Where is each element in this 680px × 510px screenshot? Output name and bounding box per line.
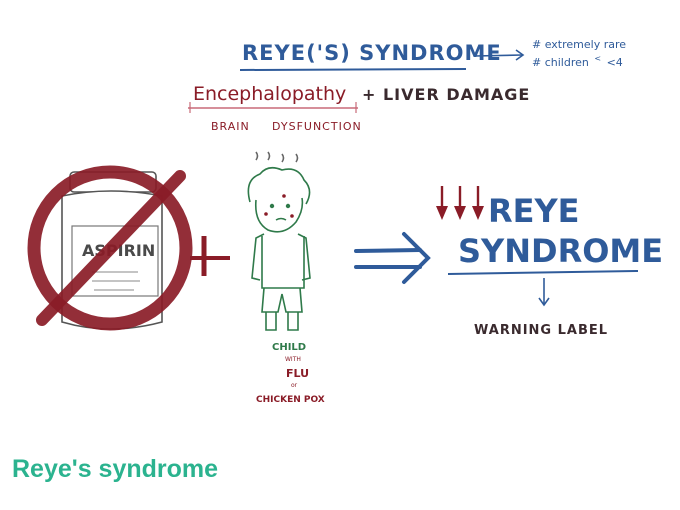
double-arrow-icon: [354, 232, 431, 284]
note-children: # children < <4: [532, 51, 623, 69]
note-extremely-rare: # extremely rare: [532, 38, 626, 51]
sick-child-figure: [247, 151, 311, 331]
title-arrow-head: [515, 49, 525, 61]
liver-damage-text: + LIVER DAMAGE: [362, 85, 530, 104]
with-label: WITH: [285, 356, 301, 363]
encephalopathy-text: Encephalopathy: [193, 83, 346, 105]
dysfunction-text: DYSFUNCTION: [272, 120, 362, 133]
child-label: CHILD: [272, 342, 306, 353]
chicken-pox-label: CHICKEN POX: [256, 395, 325, 405]
result-title-line2: SYNDROME: [458, 232, 663, 270]
result-title-line1: REYE: [488, 192, 580, 230]
warning-label-text: WARNING LABEL: [474, 323, 608, 338]
title-arrow: [473, 54, 523, 57]
brain-text: BRAIN: [211, 120, 250, 133]
decrease-arrows-icon: [436, 186, 484, 220]
flu-label: FLU: [286, 367, 309, 380]
title-text: REYE('S) SYNDROME: [242, 41, 502, 65]
prohibition-icon: [27, 165, 193, 331]
whiteboard-sketch: REYE('S) SYNDROME # extremely rare # chi…: [27, 38, 663, 405]
image-caption: Reye's syndrome: [12, 455, 219, 483]
or-label: or: [291, 382, 298, 389]
result-underline: [447, 270, 639, 275]
title-underline: [239, 68, 467, 71]
plus-icon: [190, 236, 230, 276]
result-down-arrow-head: [538, 297, 550, 307]
